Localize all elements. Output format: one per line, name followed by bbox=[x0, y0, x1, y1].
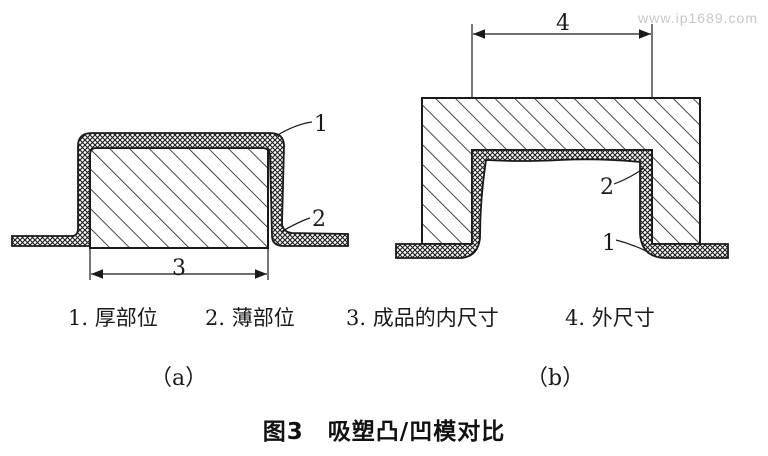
label-a-thin: 2 bbox=[312, 207, 326, 232]
sub-label-a: （a） bbox=[150, 366, 208, 391]
legend-item-thick: 1. 厚部位 bbox=[68, 306, 158, 330]
label-b-thick: 1 bbox=[602, 231, 616, 256]
sub-label-b: （b） bbox=[526, 366, 585, 391]
label-b-thin: 2 bbox=[600, 175, 614, 200]
legend-item-inner: 3. 成品的内尺寸 bbox=[346, 306, 499, 330]
figure-caption: 图3 吸塑凸/凹模对比 bbox=[262, 419, 506, 445]
male-formed-sheet bbox=[11, 132, 349, 247]
female-mold-diagram: 4 2 1 bbox=[395, 11, 729, 259]
label-a-thick: 1 bbox=[314, 112, 328, 137]
male-mold-diagram: 1 2 3 bbox=[11, 112, 349, 281]
legend-item-outer: 4. 外尺寸 bbox=[565, 306, 655, 330]
female-mold-block bbox=[421, 97, 701, 245]
label-b-outer: 4 bbox=[556, 11, 570, 36]
male-mold-block bbox=[89, 147, 269, 249]
legend: 1. 厚部位 2. 薄部位 3. 成品的内尺寸 4. 外尺寸 bbox=[0, 296, 768, 336]
label-a-inner: 3 bbox=[172, 256, 186, 281]
legend-item-thin: 2. 薄部位 bbox=[205, 306, 295, 330]
diagram-svg: 1 2 3 4 2 1 bbox=[11, 11, 729, 281]
watermark: www.ip1689.com bbox=[638, 10, 758, 26]
female-formed-sheet bbox=[395, 149, 729, 259]
